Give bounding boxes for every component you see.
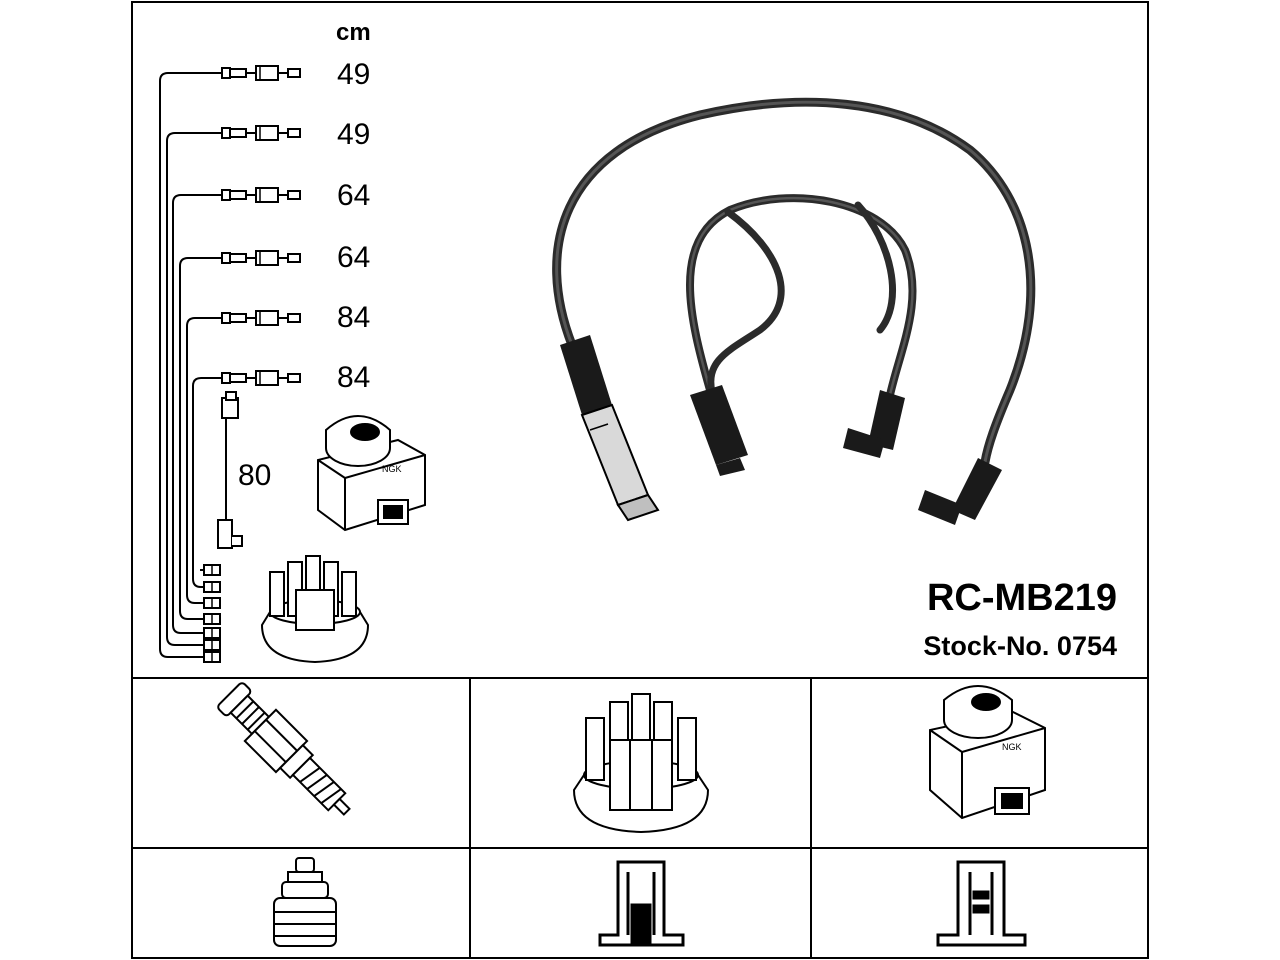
- lead-length-1: 49: [337, 58, 370, 91]
- distributor-cap-icon: [572, 693, 710, 834]
- ignition-coil-small-icon: NGK: [317, 415, 426, 532]
- plug-terminal-icon: [273, 857, 337, 947]
- plug-boot-angled-1: [843, 390, 905, 458]
- cable-bundle: [159, 72, 222, 658]
- lead-length-3: 64: [337, 179, 370, 212]
- plug-boot-angled-2: [918, 458, 1002, 525]
- cap-tower-icon: [598, 860, 685, 947]
- spark-plug-icon: [217, 682, 351, 816]
- part-number: RC-MB219: [927, 577, 1117, 619]
- lead-length-2: 49: [337, 118, 370, 151]
- outer-frame: [131, 1, 1149, 959]
- unit-label: cm: [336, 19, 371, 46]
- lead-connectors: [221, 65, 301, 386]
- coil-lead-length: 80: [238, 459, 271, 492]
- lead-length-6: 84: [337, 361, 370, 394]
- distributor-cap-small-icon: [260, 555, 370, 664]
- lead-length-4: 64: [337, 241, 370, 274]
- ignition-cable-illustration: [552, 97, 1036, 467]
- stock-number: Stock-No. 0754: [923, 631, 1117, 661]
- coil-lead: [217, 391, 243, 549]
- plug-boot-straight: [690, 385, 748, 476]
- plug-boot-long: [560, 335, 660, 522]
- ignition-coil-icon: NGK: [929, 685, 1046, 820]
- coil-brand-mark: NGK: [1002, 742, 1022, 752]
- lead-length-5: 84: [337, 301, 370, 334]
- coil-brand-mark-small: NGK: [382, 464, 402, 474]
- cap-terminals: [203, 564, 221, 663]
- coil-tower-icon: [936, 860, 1027, 947]
